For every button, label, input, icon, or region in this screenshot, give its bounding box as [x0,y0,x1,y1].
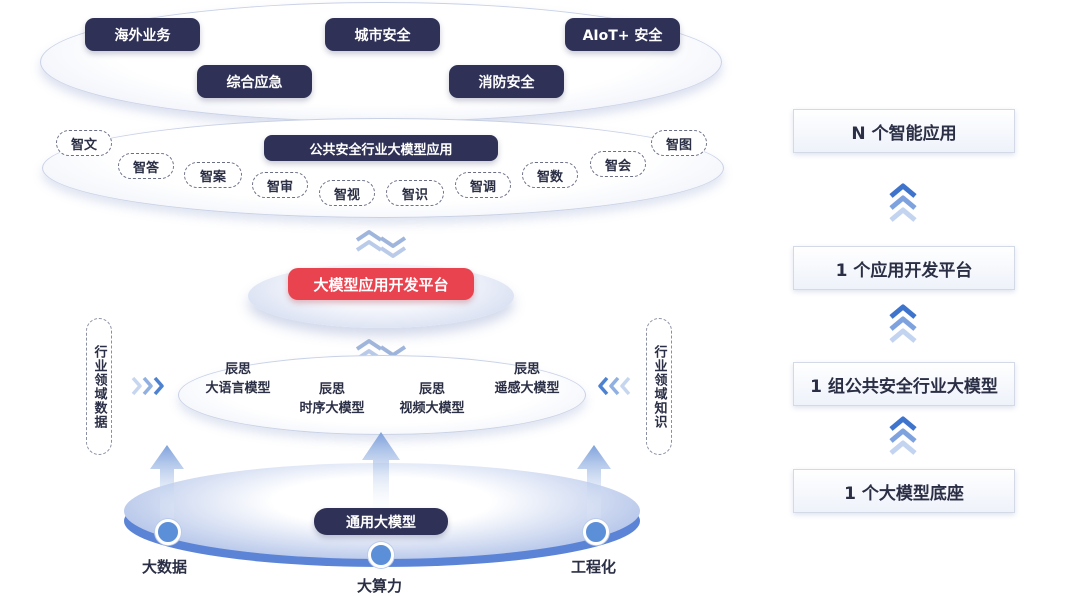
pillar-big-data: 大数据 [142,558,188,576]
app-item: 智审 [252,172,308,198]
scenario-city-safety: 城市安全 [325,18,440,51]
up-arrow-icon [150,445,184,525]
triple-chevron-up-icon [889,183,917,222]
scenario-overseas: 海外业务 [85,18,200,51]
scenario-fire-safety: 消防安全 [449,65,564,98]
triple-chevron-up-icon [889,416,917,455]
base-model-label: 通用大模型 [314,508,448,535]
app-layer-title: 公共安全行业大模型应用 [264,135,498,161]
summary-base-model: 1 个大模型底座 [793,469,1015,513]
model-name: 遥感大模型 [494,381,560,396]
model-brand: 辰思 [224,362,251,377]
model-name: 时序大模型 [299,401,365,416]
app-item: 智视 [319,180,375,206]
summary-apps: N 个智能应用 [793,109,1015,153]
model-brand: 辰思 [418,382,445,397]
up-arrow-icon [577,445,611,525]
model-timeseries: 辰思 时序大模型 [292,380,372,418]
platform-label: 大模型应用开发平台 [288,268,474,300]
scenario-emergency: 综合应急 [197,65,312,98]
model-llm: 辰思 大语言模型 [198,360,278,398]
app-item: 智调 [455,172,511,198]
model-brand: 辰思 [513,362,540,377]
scenario-aiot-safety: AIoT+ 安全 [565,18,680,51]
industry-models-disc [178,355,586,435]
model-remote-sensing: 辰思 遥感大模型 [487,360,567,398]
pillar-compute: 大算力 [357,577,403,595]
app-item: 智文 [56,130,112,156]
model-brand: 辰思 [318,382,345,397]
pillar-dot [583,519,609,545]
model-name: 大语言模型 [205,381,271,396]
app-item: 智会 [590,151,646,177]
pillar-engineering: 工程化 [571,558,617,576]
model-name: 视频大模型 [399,401,465,416]
app-item: 智数 [522,162,578,188]
up-arrow-icon [362,432,400,518]
triple-chevron-right-icon [131,376,164,396]
summary-industry-models: 1 组公共安全行业大模型 [793,362,1015,406]
pillar-dot [155,519,181,545]
model-video: 辰思 视频大模型 [392,380,472,418]
industry-knowledge-label: 行业领域知识 [646,318,672,455]
industry-data-label: 行业领域数据 [86,318,112,455]
double-chevron-up-icon [355,230,407,258]
app-item: 智识 [386,180,444,206]
app-item: 智案 [184,162,242,188]
app-item: 智图 [651,130,707,156]
app-item: 智答 [118,153,174,179]
summary-platform: 1 个应用开发平台 [793,246,1015,290]
triple-chevron-up-icon [889,304,917,343]
triple-chevron-left-icon [598,376,631,396]
pillar-dot [368,542,394,568]
